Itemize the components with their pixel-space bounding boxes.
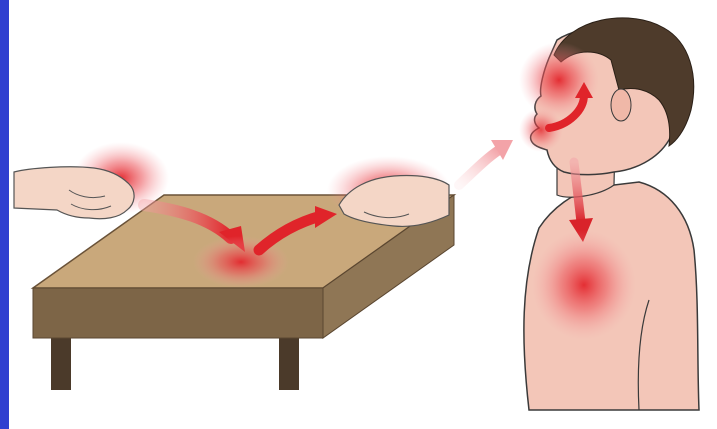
person-ear: [611, 89, 631, 121]
transmission-illustration: [9, 0, 717, 429]
table-leg-left: [51, 335, 71, 390]
person: [519, 18, 699, 410]
table-front: [33, 288, 323, 338]
chest-glow: [532, 230, 636, 340]
table-leg-right: [279, 335, 299, 390]
face-glow: [519, 42, 599, 118]
arrow-icon: [459, 150, 499, 185]
illustration-frame: [9, 0, 717, 429]
